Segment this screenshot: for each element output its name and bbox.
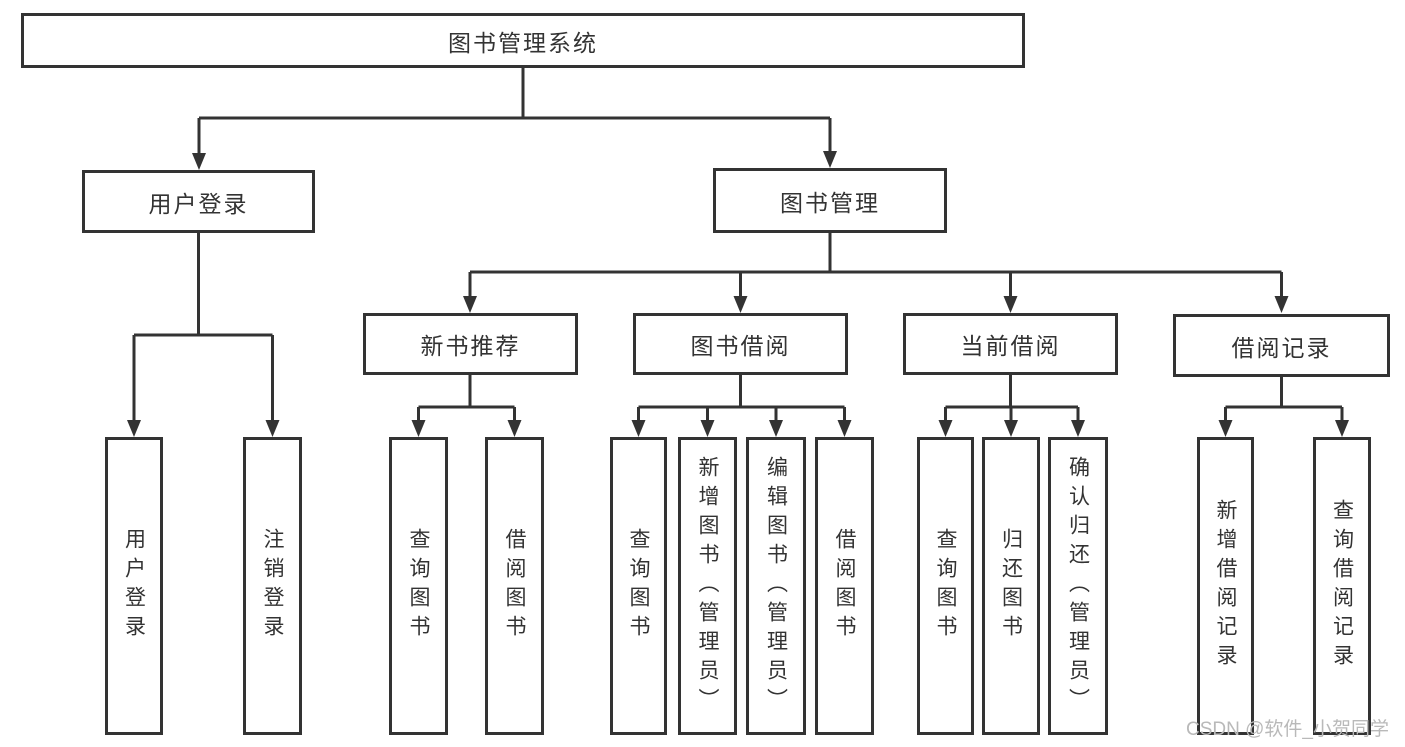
leaf-query-books-recommend: 查询图书	[389, 437, 448, 735]
node-label: 借阅图书	[503, 528, 526, 644]
leaf-query-borrow-record: 查询借阅记录	[1313, 437, 1371, 735]
node-borrow-records: 借阅记录	[1173, 314, 1390, 377]
leaf-user-login: 用户登录	[105, 437, 163, 735]
leaf-borrow-books-recommend: 借阅图书	[485, 437, 544, 735]
node-label: 查询借阅记录	[1330, 499, 1354, 673]
leaf-borrow-books: 借阅图书	[815, 437, 874, 735]
node-label: 查询图书	[627, 528, 650, 644]
node-label: 编辑图书（管理员）	[764, 455, 788, 717]
leaf-edit-book-admin: 编辑图书（管理员）	[746, 437, 806, 735]
leaf-confirm-return-admin: 确认归还（管理员）	[1048, 437, 1108, 735]
node-label: 查询图书	[934, 528, 957, 644]
node-library-system: 图书管理系统	[21, 13, 1025, 68]
node-label: 借阅图书	[833, 528, 856, 644]
leaf-return-book: 归还图书	[982, 437, 1040, 735]
node-book-borrow: 图书借阅	[633, 313, 848, 375]
node-label: 用户登录	[122, 528, 146, 644]
leaf-query-books-borrow: 查询图书	[610, 437, 667, 735]
node-label: 确认归还（管理员）	[1066, 455, 1090, 717]
node-label: 图书管理系统	[448, 29, 598, 56]
leaf-logout: 注销登录	[243, 437, 302, 735]
node-label: 图书管理	[780, 189, 880, 216]
node-label: 查询图书	[407, 528, 430, 644]
node-label: 新增借阅记录	[1214, 499, 1237, 673]
csdn-watermark: CSDN @软件_小贺同学	[1186, 719, 1389, 740]
node-current-borrow: 当前借阅	[903, 313, 1118, 375]
node-label: 注销登录	[261, 528, 284, 644]
node-label: 归还图书	[999, 528, 1023, 644]
node-label: 新增图书（管理员）	[696, 455, 719, 717]
node-new-book-recommend: 新书推荐	[363, 313, 578, 375]
leaf-add-borrow-record: 新增借阅记录	[1197, 437, 1254, 735]
node-label: 图书借阅	[690, 333, 791, 359]
node-label: 当前借阅	[960, 333, 1061, 359]
node-book-management: 图书管理	[713, 168, 947, 233]
leaf-add-book-admin: 新增图书（管理员）	[678, 437, 737, 735]
node-label: 新书推荐	[420, 333, 521, 359]
node-label: 用户登录	[148, 190, 249, 217]
leaf-query-books-current: 查询图书	[917, 437, 974, 735]
node-user-login: 用户登录	[82, 170, 315, 233]
node-label: 借阅记录	[1231, 334, 1332, 361]
